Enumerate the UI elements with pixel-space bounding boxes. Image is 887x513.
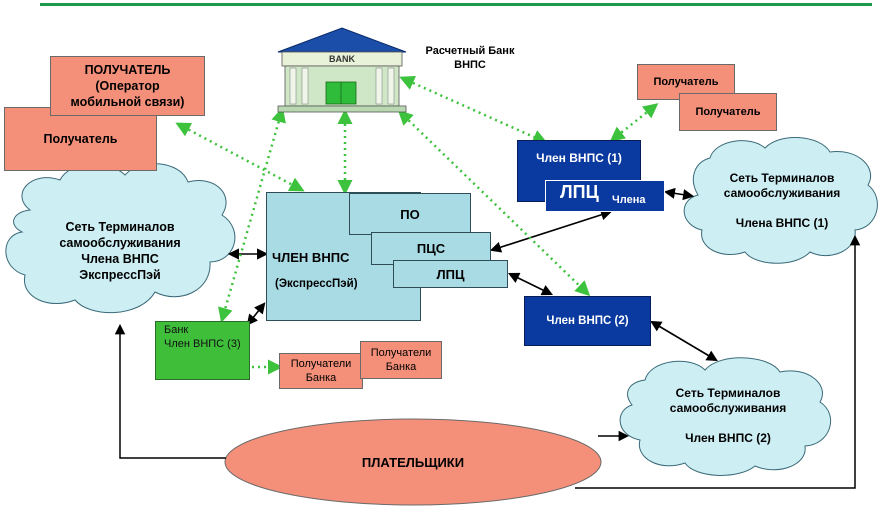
member2-box: Член ВНПС (2) [524, 296, 651, 346]
dotted-operator-main [175, 122, 305, 192]
cloud-right-top-label: Сеть Терминалов самообслуживания Члена В… [723, 171, 841, 230]
top-rule [40, 3, 872, 6]
bank-building-icon [277, 27, 407, 113]
bank-sign: BANK [329, 54, 355, 64]
main-member-title: ЧЛЕН ВНПС [272, 250, 350, 265]
member1-lpc-sub: Члена [612, 194, 646, 206]
settlement-bank-label: Расчетный Банк ВНПС [425, 45, 515, 71]
connector-member1-cloud [663, 187, 695, 201]
bank3-box [155, 321, 250, 380]
lpc-box: ЛПЦ [393, 260, 508, 288]
connector-bank3-main [246, 302, 266, 326]
connector-payers-right-cloud [575, 234, 861, 489]
po-box: ПО [349, 193, 471, 235]
cloud-right-top-shape [683, 137, 878, 264]
pcs-box: ПЦС [371, 232, 491, 265]
bank-recipients-1: Получатели Банка [279, 353, 363, 389]
payers-label: ПЛАТЕЛЬЩИКИ [361, 454, 465, 470]
cloud-left-label: Сеть Терминалов самообслуживания Члена В… [59, 220, 181, 282]
main-member-sub: (ЭкспрессПэй) [275, 278, 358, 290]
dotted-member1-recipients [609, 103, 659, 142]
cloud-bottom-right-label: Сеть Терминалов самообслуживания Член ВН… [669, 386, 787, 445]
dotted-bank-bank3 [218, 107, 286, 323]
dotted-bank-member2 [397, 109, 591, 297]
connector-pcs-member1 [489, 209, 613, 253]
recipient-left-label: Получатель [43, 132, 118, 146]
recipient-left-box [4, 107, 157, 171]
connector-lpc-member2 [507, 272, 554, 296]
dotted-bank-member1 [399, 76, 548, 144]
member1-lpc-box [545, 180, 665, 212]
connector-member2-cloud [650, 320, 718, 362]
member1-title: Член ВНПС (1) [536, 151, 622, 165]
recipient-right-2: Получатель [679, 93, 777, 131]
recipient-operator-box: ПОЛУЧАТЕЛЬ (Оператор мобильной связи) [50, 56, 205, 116]
member1-lpc: ЛПЦ [560, 182, 599, 202]
cloud-bottom-right-shape [619, 357, 832, 476]
bank-recipients-2: Получатели Банка [360, 341, 442, 379]
connector-payers-left-cloud [114, 323, 226, 459]
bank3-label: Банк Член ВНПС (3) [164, 324, 241, 350]
payers-ellipse [224, 418, 602, 506]
